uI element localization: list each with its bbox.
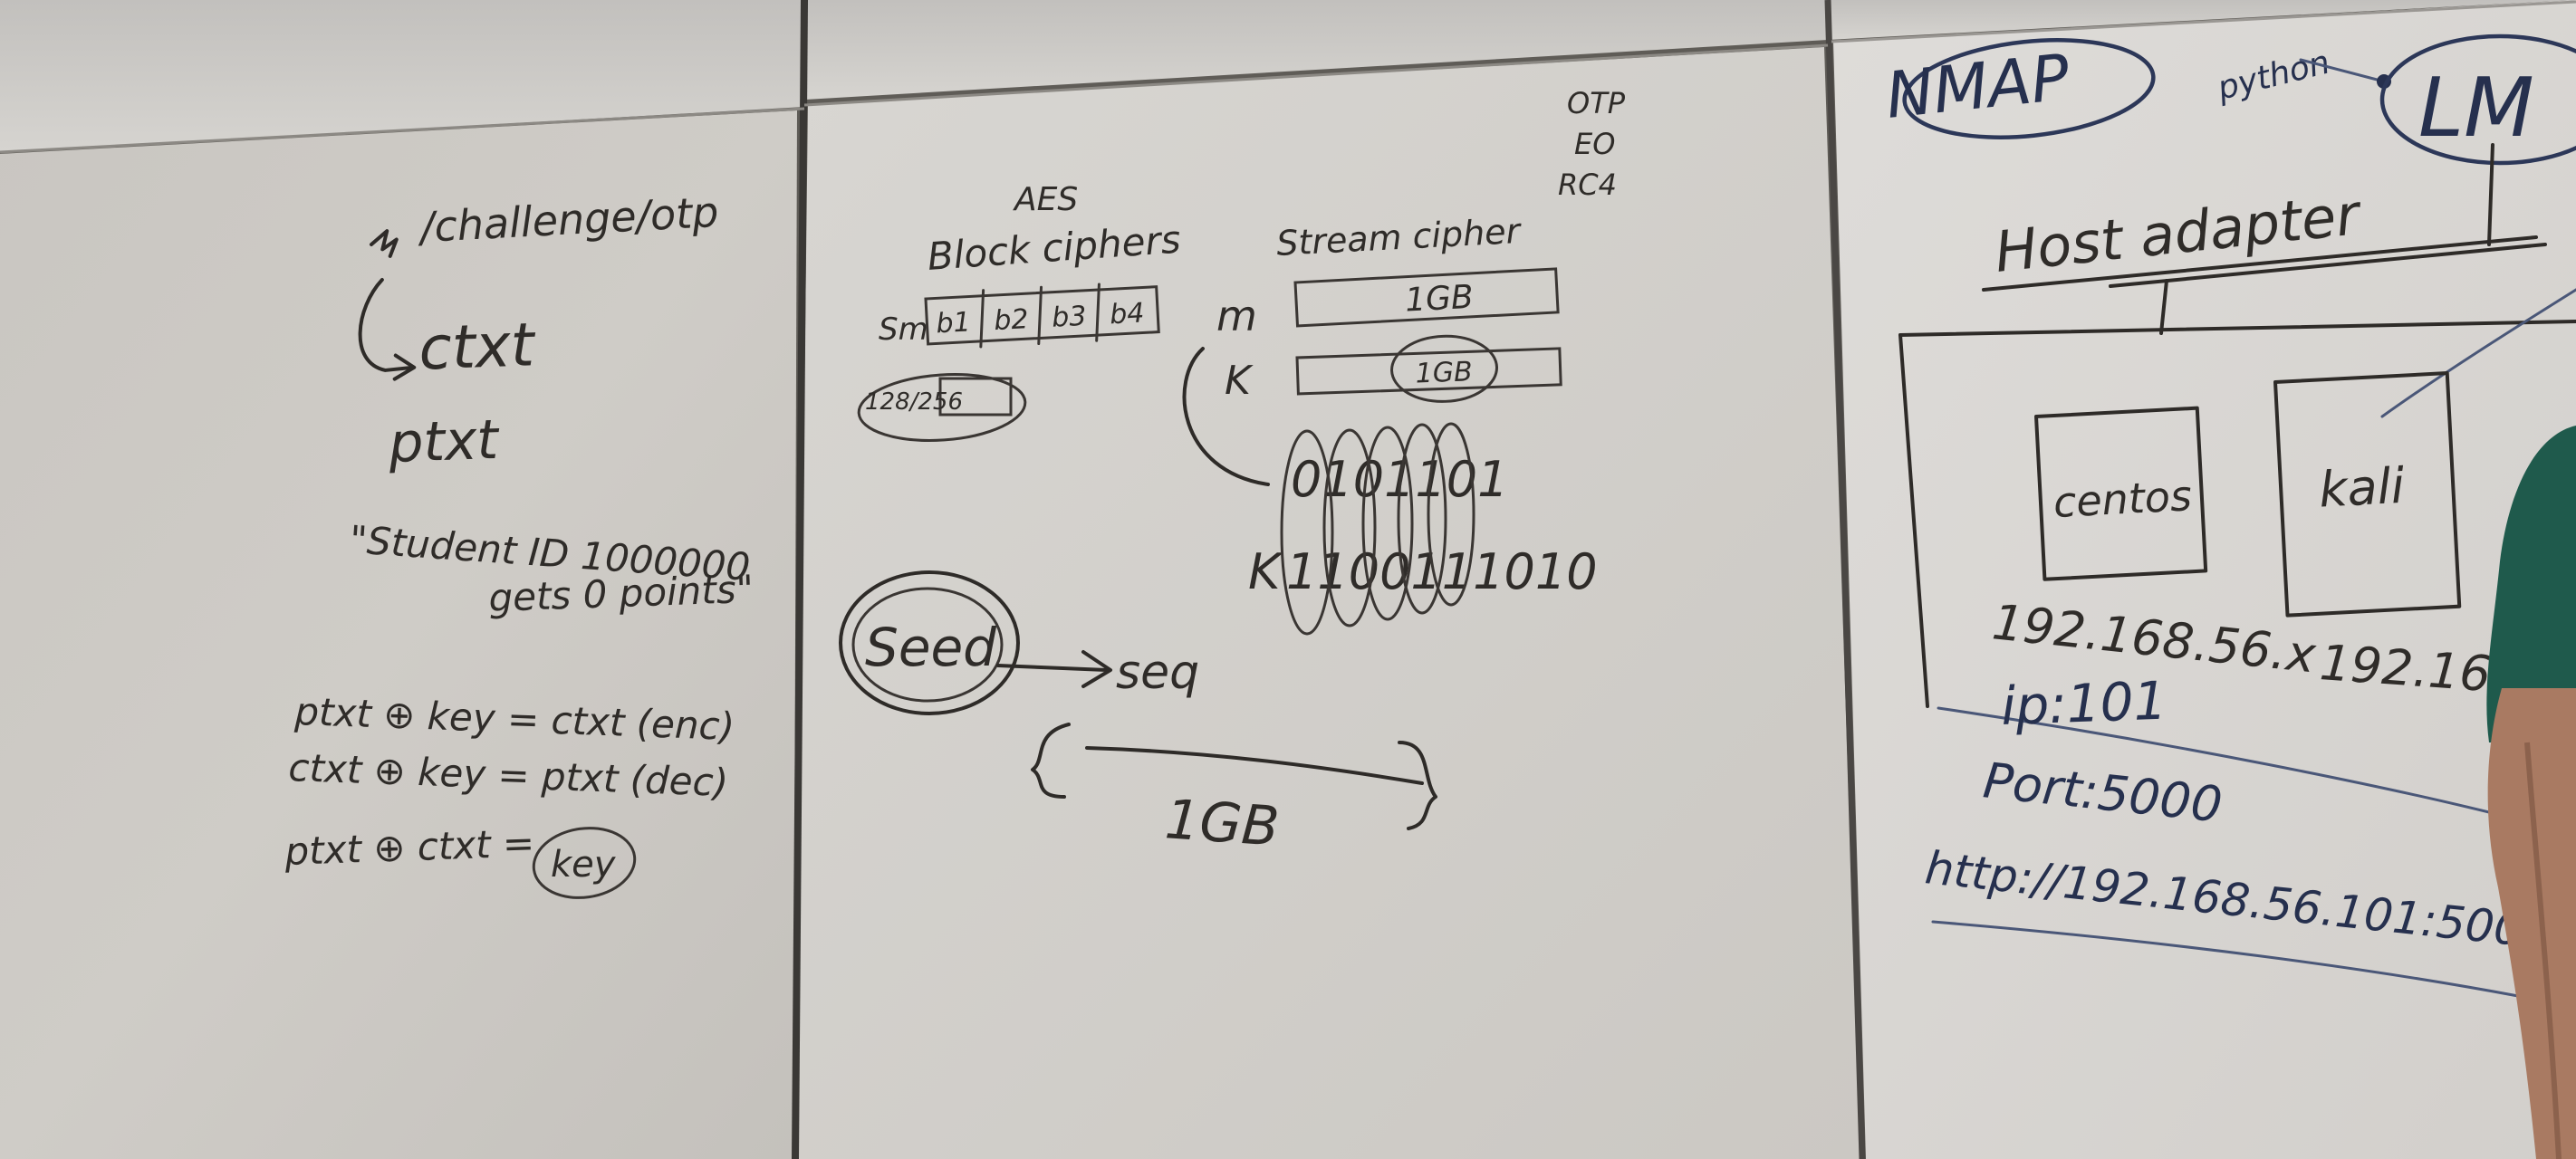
- xor-ovals: [1280, 422, 1475, 636]
- m-size: 1GB: [1404, 279, 1475, 320]
- seed-circle: [839, 570, 1020, 715]
- panel-divider: [1824, 0, 1866, 1159]
- host-adapter-bus: [1982, 235, 2538, 292]
- otp-item: OTP: [1567, 86, 1626, 120]
- brace-left: [1031, 723, 1071, 799]
- kali-vm-box: kali: [2273, 371, 2462, 618]
- board-right: [1833, 0, 2576, 1159]
- lm-label: LM: [2418, 61, 2534, 156]
- top-strip-middle: [804, 0, 1828, 100]
- panel-divider: [792, 0, 808, 1159]
- ptxt-label: ptxt: [387, 408, 501, 475]
- k-size: 1GB: [1415, 356, 1473, 389]
- nmap-circle: [1902, 38, 2156, 139]
- seq-size: 1GB: [1163, 788, 1281, 859]
- url-underline: [1931, 920, 2520, 998]
- aes-label: AES: [1013, 181, 1078, 218]
- brace-right: [1398, 741, 1437, 830]
- person-shirt: [2486, 426, 2576, 742]
- bits-circle: [857, 373, 1027, 442]
- python-line: [2299, 58, 2386, 83]
- seq-label: seq: [1116, 646, 1199, 700]
- centos-label: centos: [2052, 471, 2194, 527]
- return-arrow-icon: [358, 278, 415, 372]
- bracket-curve: [1182, 347, 1270, 486]
- key-circle: [532, 827, 637, 899]
- seed-label: Seed: [865, 617, 997, 678]
- block-b2: b2: [993, 303, 1029, 337]
- brace-line: [1085, 746, 1424, 785]
- sm-label: Sm: [879, 311, 928, 348]
- bits-row-k-label: K: [1248, 543, 1283, 600]
- quote-line-2: gets 0 points": [488, 567, 755, 620]
- board-left: [0, 110, 797, 1159]
- arrow-line: [996, 664, 1109, 672]
- k-label: K: [1225, 358, 1254, 404]
- kali-label: kali: [2318, 457, 2407, 519]
- top-strip-left: [0, 0, 804, 152]
- equation-key-value: key: [551, 844, 617, 886]
- person-arm: [2487, 688, 2576, 1159]
- k-stream-box: 1GB: [1295, 334, 1562, 403]
- board-middle: [795, 47, 1860, 1159]
- m-label: m: [1216, 292, 1257, 340]
- ctxt-label: ctxt: [418, 310, 537, 383]
- equation-key: ptxt ⊕ ctxt =: [284, 820, 535, 874]
- bits-label: 128/256: [865, 388, 963, 416]
- arrow-head-icon: [1081, 650, 1112, 688]
- block-b1: b1: [936, 306, 972, 340]
- block-b4: b4: [1109, 297, 1145, 330]
- ip-label: ip:101: [2000, 670, 2167, 737]
- m-stream-box: 1GB: [1293, 267, 1560, 328]
- scribble-icon: [370, 229, 399, 258]
- centos-vm-box: centos: [2034, 406, 2208, 581]
- network-box-left: [1898, 333, 1929, 708]
- lm-circle: [2379, 34, 2576, 166]
- top-strip-right: [1828, 0, 2576, 40]
- network-box-top: [1898, 320, 2576, 337]
- block-b3: b3: [1051, 301, 1087, 334]
- otp-item: RC4: [1558, 168, 1617, 202]
- person-silhouette: [2486, 426, 2576, 1159]
- block-boxes: b1 b2 b3 b4: [924, 283, 1160, 349]
- otp-item: EO: [1574, 127, 1615, 161]
- middle-board-notes: AES Block ciphers Sm b1 b2 b3 b4 128/256…: [839, 86, 1626, 859]
